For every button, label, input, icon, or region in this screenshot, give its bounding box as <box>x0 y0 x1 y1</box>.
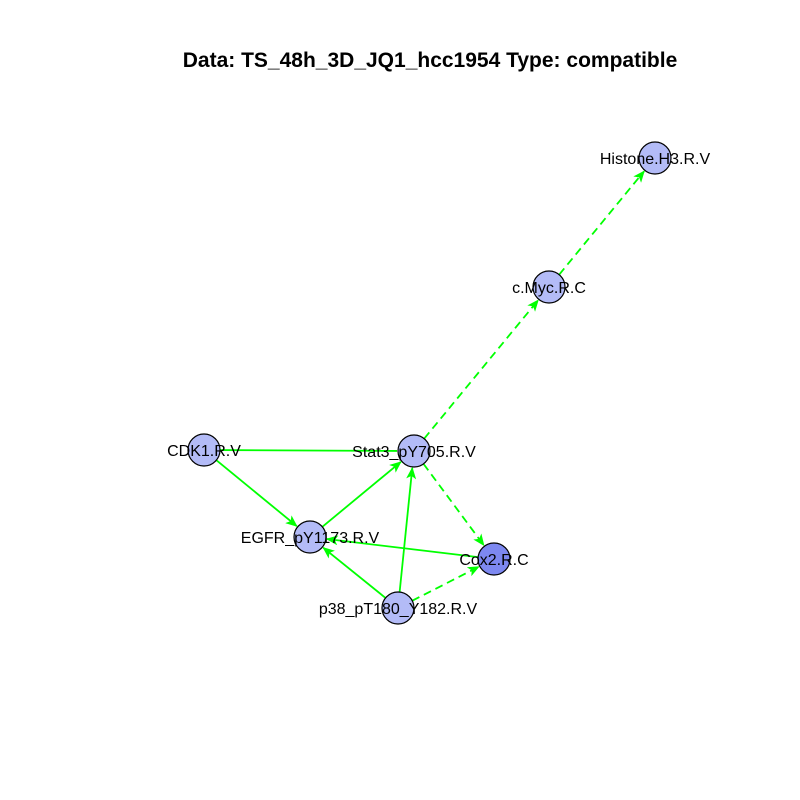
nodes-layer: Histone.H3.R.V c.Myc.R.C CDK1.R.V Stat3_pY7… <box>167 141 711 625</box>
node-circle-stat3 <box>397 434 431 468</box>
edge-p38-egfr <box>322 546 387 599</box>
edge-stat3-cmyc <box>423 299 539 440</box>
node-cdk1: CDK1.R.V <box>167 433 241 467</box>
node-label-cox2: Cox2.R.C <box>459 552 528 569</box>
edge-p38-cox2 <box>411 565 480 602</box>
node-label-stat3: Stat3_pY705.R.V <box>352 444 476 461</box>
node-circle-egfr <box>293 520 327 554</box>
edge-cdk1-stat3 <box>219 449 398 452</box>
node-cmyc: c.Myc.R.C <box>512 270 586 304</box>
edge-cox2-egfr <box>325 535 479 558</box>
node-cox2: Cox2.R.C <box>459 542 529 576</box>
edge-p38-stat3 <box>398 466 417 593</box>
node-label-cdk1: CDK1.R.V <box>167 443 241 460</box>
graph-title: Data: TS_48h_3D_JQ1_hcc1954 Type: compat… <box>182 49 678 72</box>
node-label-histone: Histone.H3.R.V <box>600 151 711 168</box>
edge-egfr-stat3 <box>321 461 402 528</box>
node-label-cmyc: c.Myc.R.C <box>512 280 586 297</box>
node-histone: Histone.H3.R.V <box>600 141 711 175</box>
node-circle-histone <box>638 141 672 175</box>
node-egfr: EGFR_pY1173.R.V <box>241 520 380 554</box>
edge-stat3-cox2 <box>422 463 485 547</box>
node-circle-cmyc <box>532 270 566 304</box>
node-label-egfr: EGFR_pY1173.R.V <box>241 530 380 547</box>
node-stat3: Stat3_pY705.R.V <box>352 434 476 468</box>
node-circle-cdk1 <box>187 433 221 467</box>
edge-cmyc-histone <box>558 170 645 276</box>
node-circle-cox2 <box>477 542 511 576</box>
edges-layer <box>215 170 645 602</box>
node-label-p38: p38_pT180_Y182.R.V <box>319 601 478 618</box>
node-circle-p38 <box>381 591 415 625</box>
edge-cdk1-egfr <box>215 459 298 527</box>
node-p38: p38_pT180_Y182.R.V <box>319 591 478 625</box>
